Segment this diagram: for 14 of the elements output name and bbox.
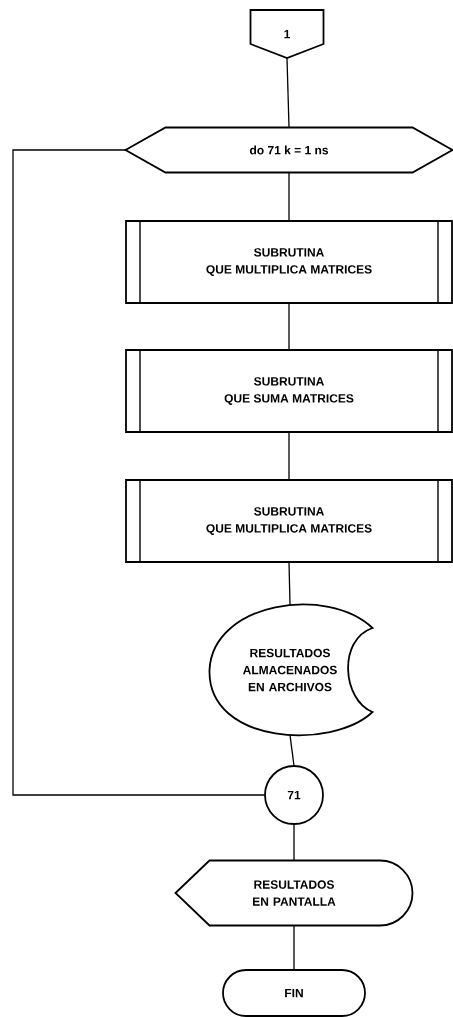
connector-line: [293, 823, 295, 861]
connector-line: [289, 734, 295, 767]
connector-line: [286, 57, 290, 128]
connector-line: [293, 925, 295, 971]
off-page-connector: 1: [249, 9, 325, 59]
connector-line: [288, 172, 290, 222]
connector-line: [288, 431, 290, 481]
connector-line: [288, 302, 290, 351]
connector-line: [288, 561, 291, 606]
subroutine-box: SUBRUTINA QUE MULTIPLICA MATRICES: [125, 479, 453, 563]
terminal-box: FIN: [222, 969, 366, 1017]
subroutine-box: SUBRUTINA QUE MULTIPLICA MATRICES: [125, 220, 453, 304]
connector-line: [12, 149, 266, 796]
subroutine-box: SUBRUTINA QUE SUMA MATRICES: [125, 349, 453, 433]
